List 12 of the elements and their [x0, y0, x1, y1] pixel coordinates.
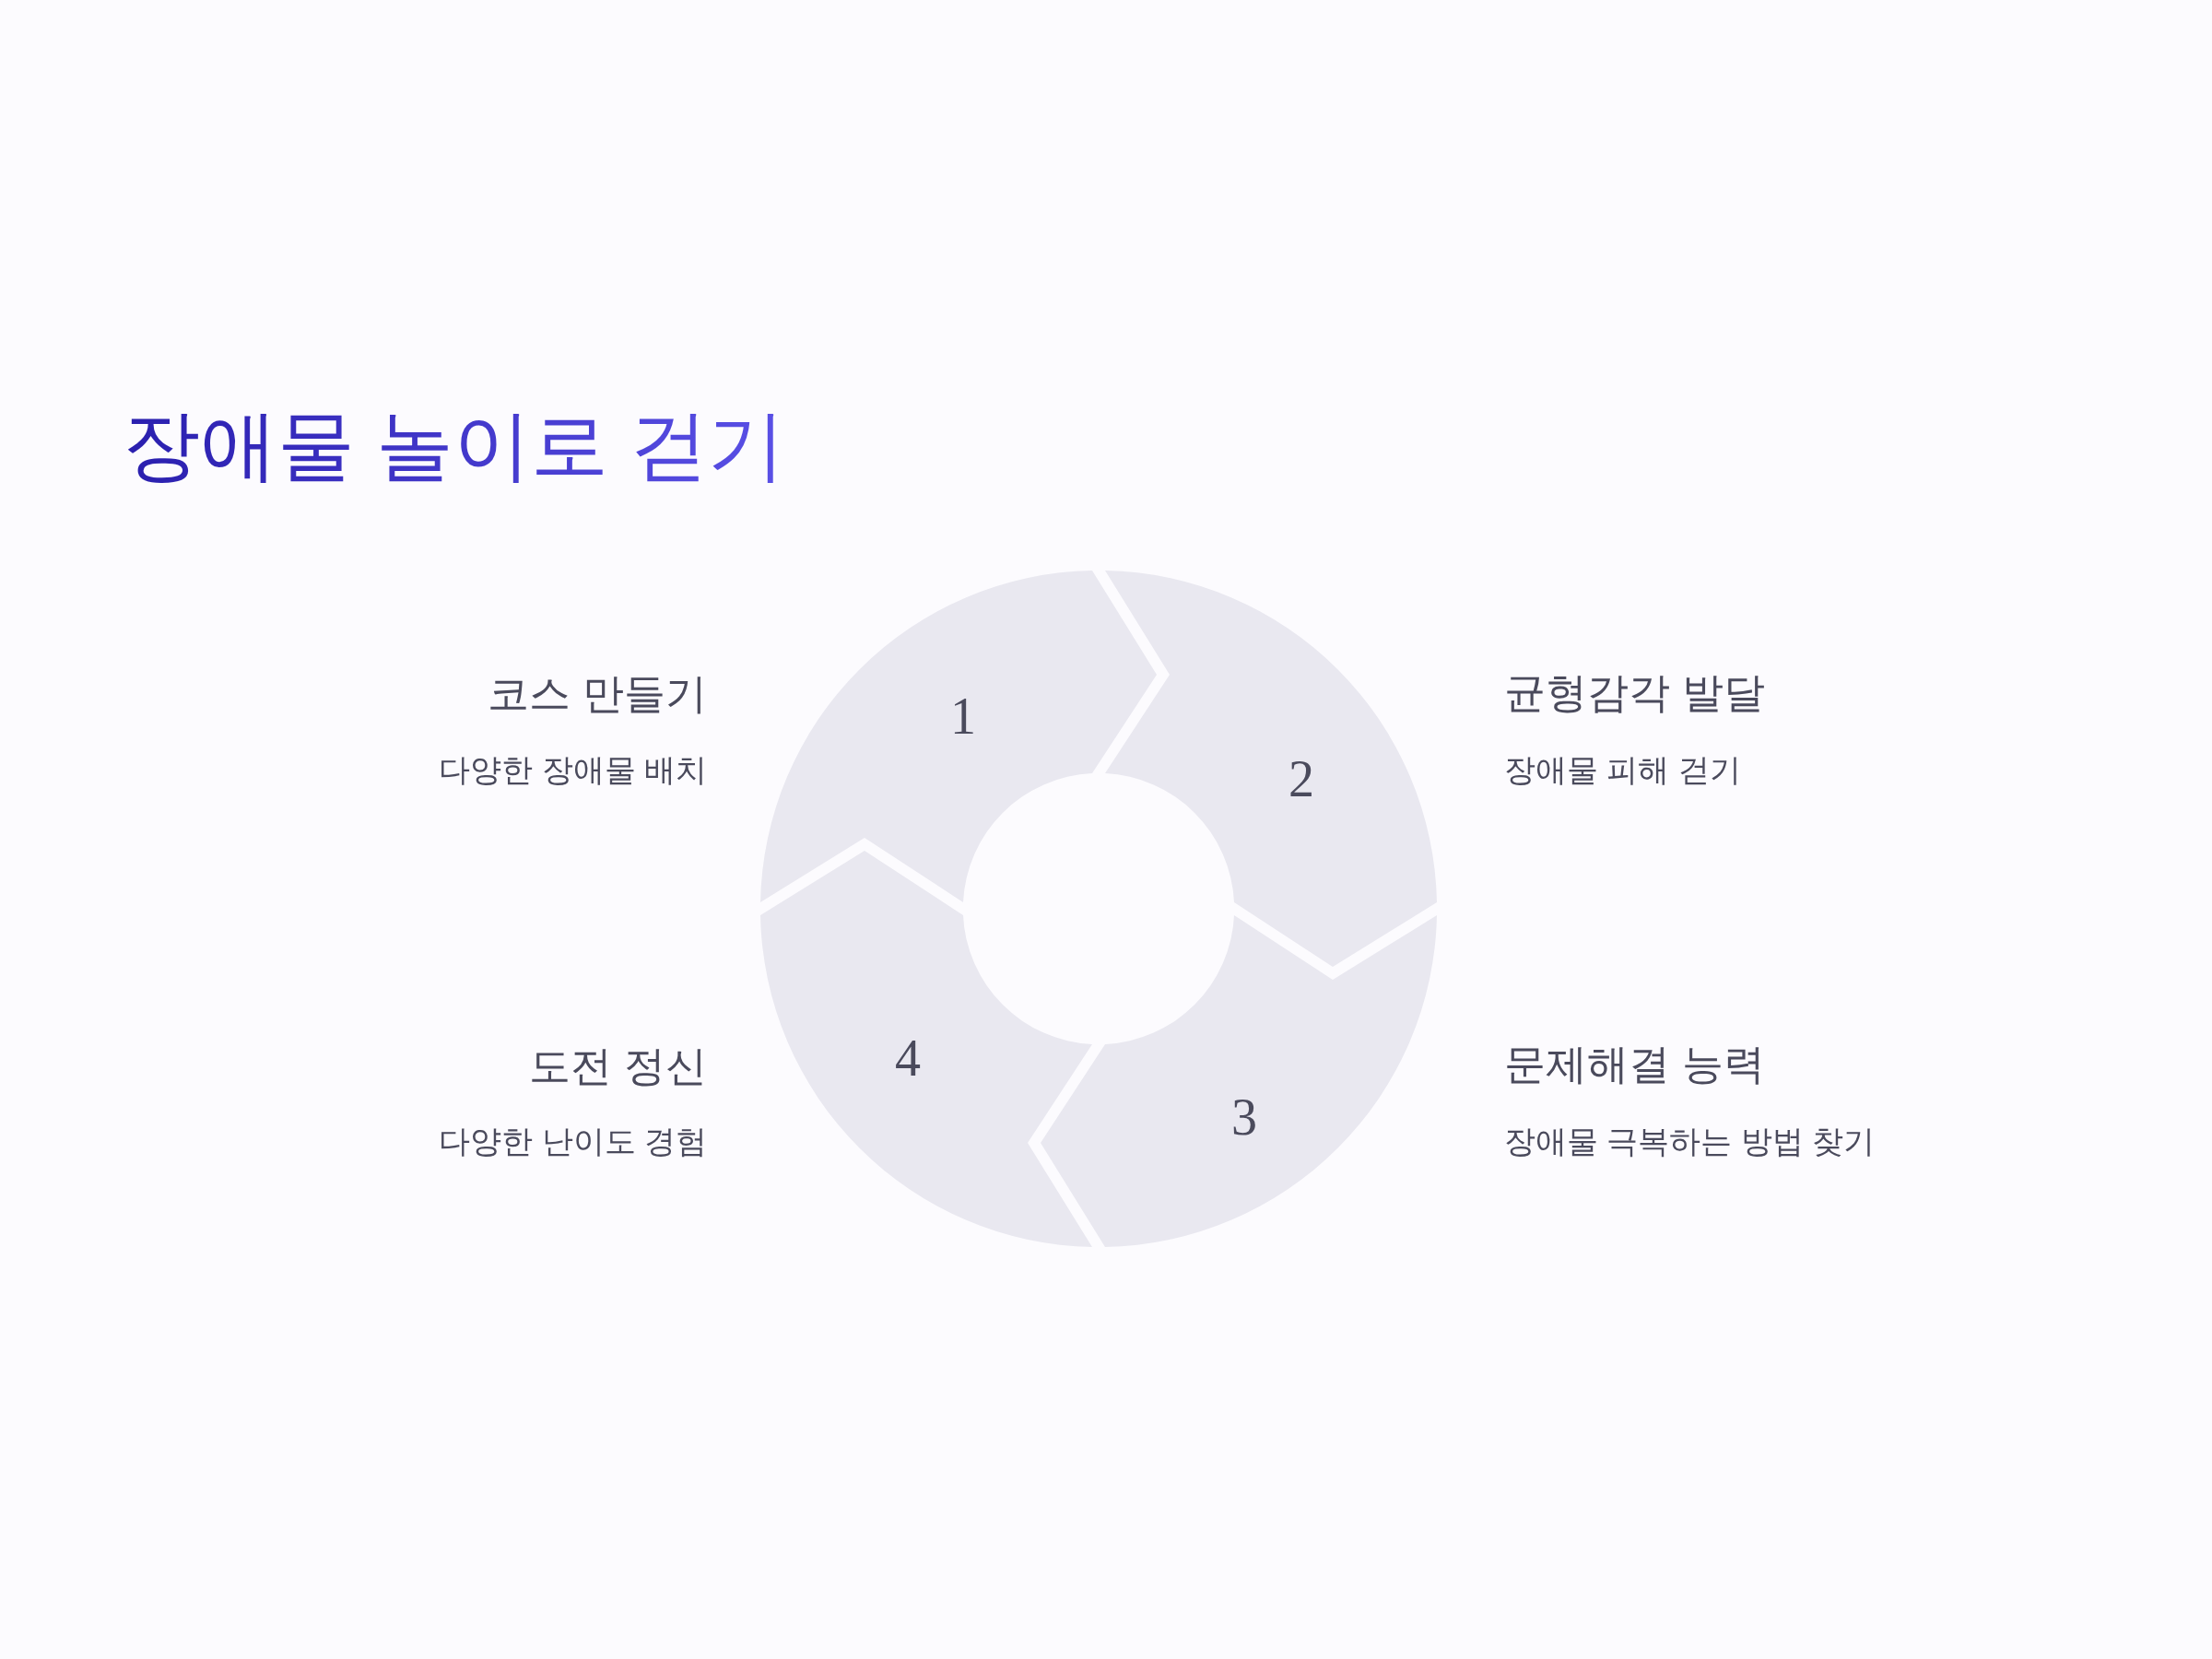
step-heading: 도전 정신	[529, 1041, 707, 1091]
step-heading: 코스 만들기	[488, 669, 707, 719]
step-description: 다양한 장애물 배치	[439, 750, 707, 789]
step-heading: 문제해결 능력	[1504, 1040, 1765, 1089]
step-number: 1	[950, 690, 976, 742]
step-number: 3	[1231, 1091, 1257, 1143]
step-description: 다양한 난이도 경험	[439, 1122, 707, 1160]
step-description: 장애물 극복하는 방법 찾기	[1504, 1122, 1876, 1160]
step-number: 4	[895, 1032, 921, 1084]
step-description: 장애물 피해 걷기	[1504, 750, 1741, 789]
step-heading: 균형감각 발달	[1504, 668, 1765, 718]
step-number: 2	[1288, 753, 1314, 805]
